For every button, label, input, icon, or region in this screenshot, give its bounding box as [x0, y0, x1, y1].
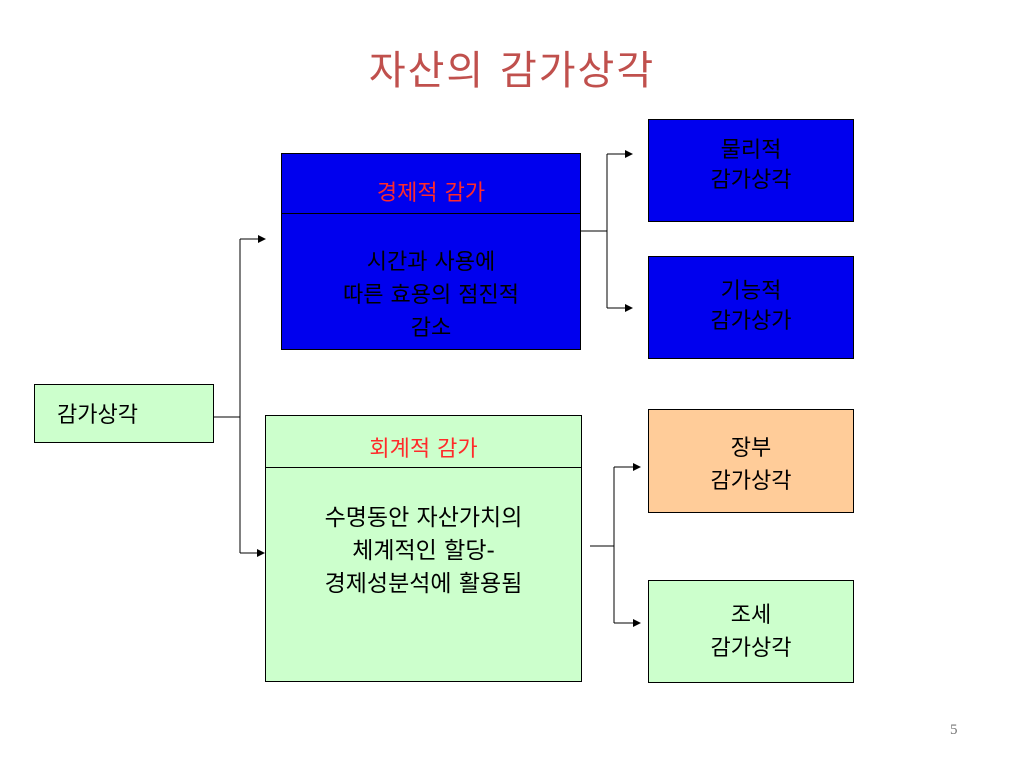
functional-depreciation-box: 기능적 감가상가: [648, 256, 854, 359]
physical-depreciation-box: 물리적 감가상각: [648, 119, 854, 222]
root-node-label: 감가상각: [57, 403, 138, 428]
slide-title: 자산의 감가상각: [368, 48, 656, 94]
economic-depreciation-header: 경제적 감가: [282, 154, 580, 214]
root-node: 감가상각: [34, 384, 214, 443]
accounting-depreciation-box: 회계적 감가 수명동안 자산가치의 체계적인 할당- 경제성분석에 활용됨: [265, 415, 582, 682]
page-number: 5: [950, 722, 958, 738]
tax-depreciation-box: 조세 감가상각: [648, 580, 854, 683]
accounting-depreciation-header: 회계적 감가: [266, 416, 581, 468]
book-depreciation-box: 장부 감가상각: [648, 409, 854, 513]
economic-depreciation-description: 시간과 사용에 따른 효용의 점진적 감소: [343, 250, 519, 341]
accounting-depreciation-description: 수명동안 자산가치의 체계적인 할당- 경제성분석에 활용됨: [324, 505, 523, 597]
economic-depreciation-box: 경제적 감가 시간과 사용에 따른 효용의 점진적 감소: [281, 153, 581, 350]
